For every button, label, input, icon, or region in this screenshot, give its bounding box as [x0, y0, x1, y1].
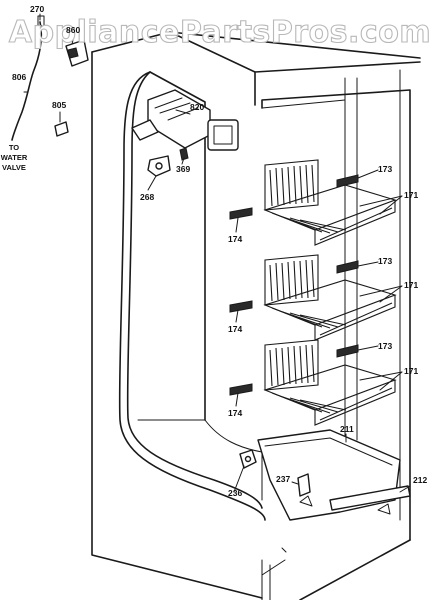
- callout-173-upper: 173: [378, 164, 392, 174]
- bottom-trim: [261, 547, 287, 600]
- callout-171-middle: 171: [404, 280, 418, 290]
- callout-270: 270: [30, 4, 44, 14]
- callout-171-upper: 171: [404, 190, 418, 200]
- freezer-liner: [118, 71, 286, 600]
- ice-bucket: [257, 429, 411, 521]
- auger-parts: [239, 449, 311, 497]
- callout-174-upper: 174: [228, 234, 242, 244]
- callout-211: 211: [340, 424, 354, 434]
- note-line-2: WATER: [1, 153, 28, 162]
- callout-173-middle: 173: [378, 256, 392, 266]
- callout-212: 212: [413, 475, 427, 485]
- note-line-1: TO: [9, 143, 19, 152]
- small-parts: [54, 39, 171, 177]
- callout-labels: 270 860 806 805 820 369 268 173 171 174 …: [12, 4, 427, 498]
- callout-173-lower: 173: [378, 341, 392, 351]
- shelf-supports: [229, 174, 359, 396]
- callout-369: 369: [176, 164, 190, 174]
- callout-860: 860: [66, 25, 80, 35]
- cabinet-shell: [91, 31, 421, 600]
- water-line-tube: [11, 15, 45, 141]
- rack-lower: [263, 339, 397, 426]
- callout-268: 268: [140, 192, 154, 202]
- callout-805: 805: [52, 100, 66, 110]
- callout-806: 806: [12, 72, 26, 82]
- callout-237: 237: [276, 474, 290, 484]
- leader-lines: [23, 13, 411, 493]
- water-valve-note: TO WATER VALVE: [1, 143, 28, 172]
- icemaker-assembly: [131, 89, 239, 161]
- note-line-3: VALVE: [2, 163, 26, 172]
- callout-236: 236: [228, 488, 242, 498]
- watermark-text: AppliancePartsPros.com: [9, 15, 431, 50]
- callout-174-lower: 174: [228, 408, 242, 418]
- callout-174-middle: 174: [228, 324, 242, 334]
- callout-171-lower: 171: [404, 366, 418, 376]
- rack-middle: [263, 254, 397, 341]
- callout-820: 820: [190, 102, 204, 112]
- rack-upper: [263, 159, 397, 246]
